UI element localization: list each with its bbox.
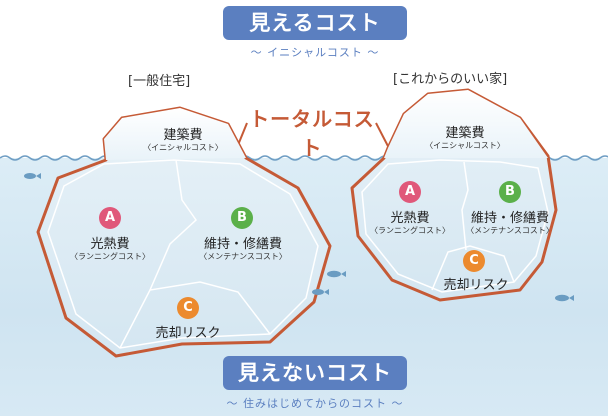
right-divider-ab xyxy=(461,161,469,251)
fish-icon-2 xyxy=(327,270,346,278)
left-badge-b: B xyxy=(231,207,253,229)
right-badge-c: C xyxy=(463,250,485,272)
left-iceberg-tip xyxy=(104,108,246,160)
total-cost-label: トータルコスト xyxy=(249,107,375,160)
left-iceberg xyxy=(36,106,332,358)
visible-cost-subtitle: ～ イニシャルコスト ～ xyxy=(250,46,380,59)
left-inner-outline xyxy=(47,159,319,349)
right-badge-b: B xyxy=(499,181,521,203)
fish-icon-1 xyxy=(24,173,41,179)
fish-icon-4 xyxy=(555,294,574,302)
left-divider-ab xyxy=(149,159,197,291)
right-b-subtitle: 〈メンテナンスコスト〉 xyxy=(466,226,554,235)
left-b-title: 維持・修繕費 xyxy=(203,237,282,252)
right-badge-a: A xyxy=(399,181,421,203)
right-a-subtitle: 〈ランニングコスト〉 xyxy=(370,226,450,235)
left-house-label: [一般住宅] xyxy=(128,74,191,89)
left-badge-c: C xyxy=(177,297,199,319)
fish-icon-3 xyxy=(312,289,329,295)
left-a-subtitle: 〈ランニングコスト〉 xyxy=(70,252,150,261)
right-a-title: 光熱費 xyxy=(390,211,430,226)
right-tip-title: 建築費 xyxy=(445,126,485,141)
left-a-title: 光熱費 xyxy=(90,237,130,252)
right-iceberg xyxy=(350,88,558,302)
hidden-cost-subtitle: ～ 住みはじめてからのコスト ～ xyxy=(226,397,404,410)
right-b-title: 維持・修繕費 xyxy=(470,211,549,226)
right-inner-outline xyxy=(361,159,549,293)
right-iceberg-tip xyxy=(384,90,548,158)
left-tip-subtitle: 〈イニシャルコスト〉 xyxy=(143,143,223,152)
left-b-subtitle: 〈メンテナンスコスト〉 xyxy=(199,252,287,261)
right-house-label: [これからのいい家] xyxy=(393,72,508,87)
left-c-title: 売却リスク xyxy=(155,326,221,341)
left-divider-c xyxy=(119,281,271,349)
right-divider-c xyxy=(431,245,515,291)
right-tip-subtitle: 〈イニシャルコスト〉 xyxy=(425,141,505,150)
hidden-cost-banner: 見えないコスト xyxy=(223,356,407,390)
left-tip-title: 建築費 xyxy=(163,128,203,143)
left-badge-a: A xyxy=(99,207,121,229)
visible-cost-banner: 見えるコスト xyxy=(223,6,407,40)
right-c-title: 売却リスク xyxy=(443,278,509,293)
